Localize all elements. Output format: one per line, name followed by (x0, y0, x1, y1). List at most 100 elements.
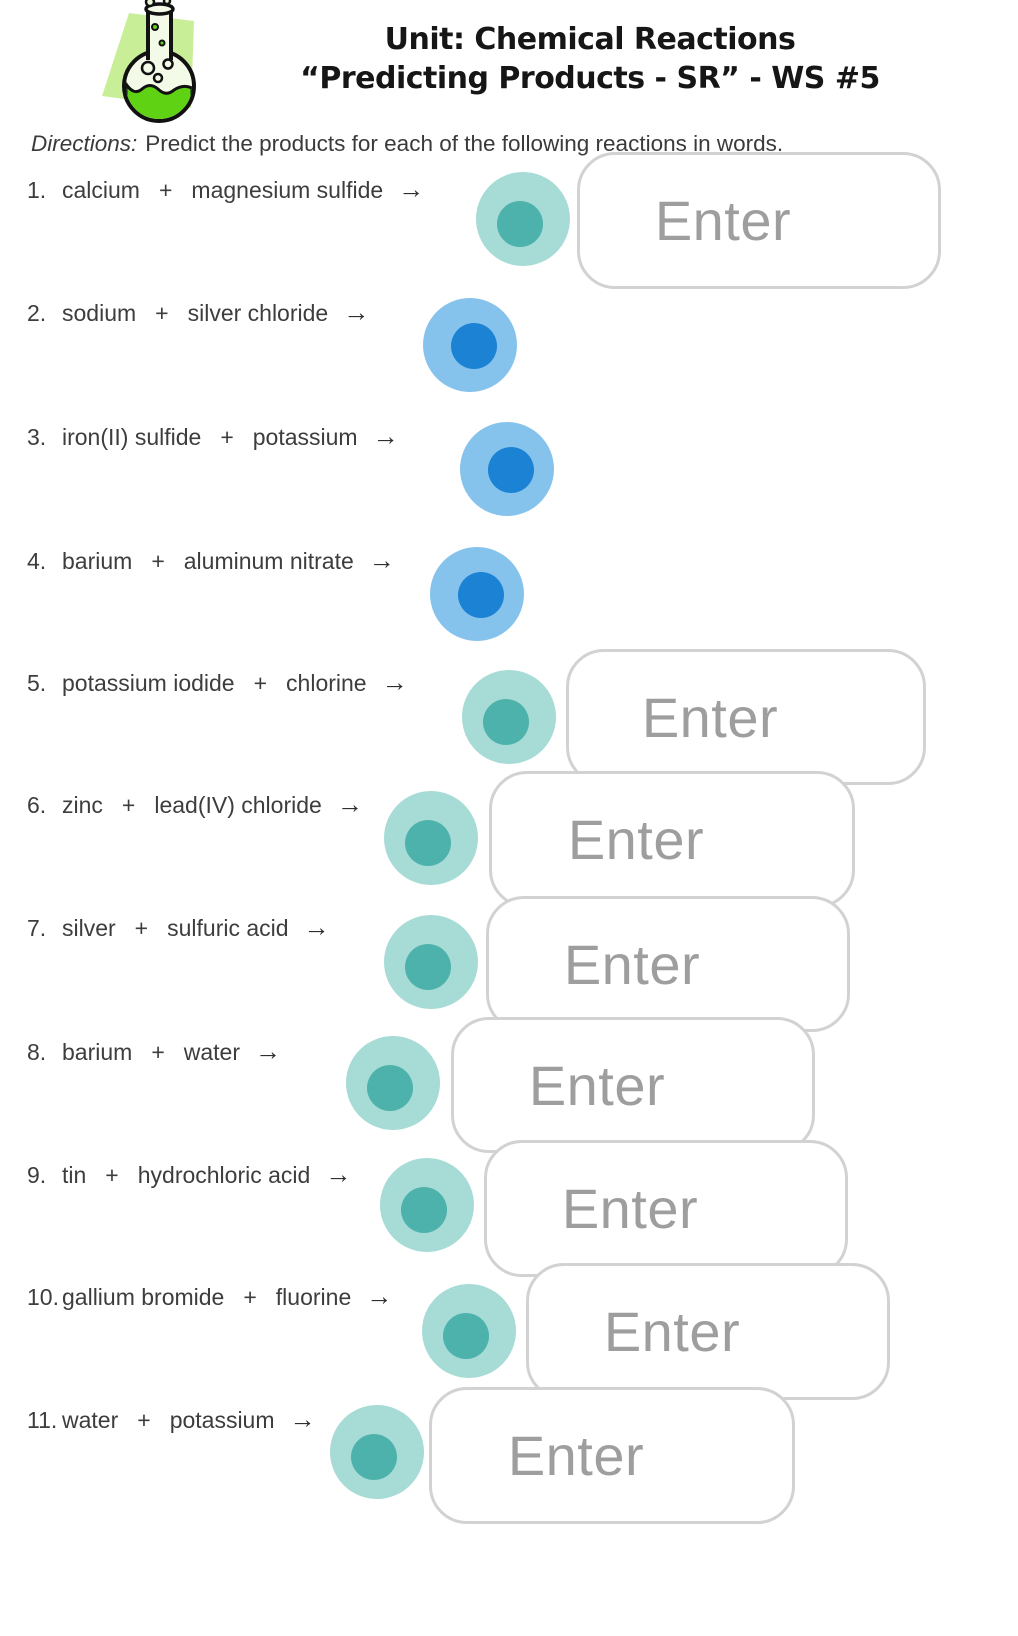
answer-box-7[interactable]: Enter (486, 896, 850, 1032)
arrow-icon: → (366, 1281, 393, 1311)
reactant-1: water (62, 1407, 119, 1433)
answer-marker-icon-9[interactable] (380, 1158, 474, 1252)
reactant-1: gallium bromide (62, 1284, 225, 1310)
reactant-2: potassium (252, 424, 358, 450)
question-number: 10. (27, 1284, 59, 1310)
reactant-2: lead(IV) chloride (154, 792, 322, 818)
marker-dot (483, 699, 529, 745)
question-row-9: 9. tin + hydrochloric acid → (27, 1159, 351, 1190)
answer-placeholder: Enter (528, 1053, 666, 1117)
arrow-icon: → (336, 789, 363, 819)
reactant-2: silver chloride (187, 300, 329, 326)
title-line-2: “Predicting Products - SR” - WS #5 (300, 61, 880, 96)
answer-box-10[interactable]: Enter (526, 1263, 890, 1400)
question-row-1: 1.calcium+magnesium sulfide→ (27, 174, 424, 205)
answer-placeholder: Enter (567, 808, 705, 871)
arrow-icon: → (398, 174, 425, 204)
reactant-2: chlorine (286, 670, 367, 696)
answer-placeholder: Enter (654, 189, 792, 252)
question-row-11: 11.water + potassium → (27, 1404, 316, 1435)
answer-marker-icon-8[interactable] (346, 1036, 440, 1130)
question-number: 6. (27, 792, 47, 818)
plus-sign: + (220, 424, 234, 450)
marker-dot (351, 1434, 397, 1480)
reactant-2: magnesium sulfide (191, 177, 384, 203)
reactant-1: calcium (62, 177, 140, 203)
reactant-1: iron(II) sulfide (62, 424, 202, 450)
plus-sign: + (253, 670, 268, 696)
reactant-2: hydrochloric acid (137, 1162, 311, 1188)
question-number: 11. (27, 1407, 58, 1433)
directions: Directions: Predict the products for each… (31, 131, 783, 157)
answer-placeholder: Enter (561, 1177, 699, 1240)
answer-marker-icon-1[interactable] (476, 172, 570, 266)
answer-box-9[interactable]: Enter (484, 1140, 848, 1277)
reactant-2: sulfuric acid (167, 915, 289, 941)
arrow-icon: → (381, 667, 408, 697)
question-number: 5. (27, 670, 47, 696)
arrow-icon: → (368, 545, 395, 575)
title-line-1: Unit: Chemical Reactions (384, 22, 796, 57)
question-number: 7. (27, 915, 47, 941)
answer-marker-icon-4[interactable] (430, 547, 524, 641)
answer-marker-icon-6[interactable] (384, 791, 478, 885)
reactant-1: sodium (62, 300, 137, 326)
flask-icon (88, 0, 220, 129)
arrow-icon: → (325, 1159, 352, 1189)
answer-box-8[interactable]: Enter (451, 1017, 815, 1153)
reactant-1: potassium iodide (62, 670, 235, 696)
reactant-2: potassium (169, 1407, 275, 1433)
question-row-2: 2.sodium+silver chloride→ (27, 297, 369, 328)
arrow-icon: → (303, 912, 330, 942)
plus-sign: + (158, 177, 173, 203)
answer-box-5[interactable]: Enter (566, 649, 926, 785)
directions-text: Predict the products for each of the fol… (145, 131, 784, 156)
plus-sign: + (134, 915, 149, 941)
question-row-5: 5. potassium iodide + chlorine → (27, 667, 408, 698)
question-number: 8. (27, 1039, 47, 1065)
marker-dot (488, 447, 534, 493)
marker-dot (451, 323, 497, 369)
question-row-7: 7. silver + sulfuric acid → (27, 912, 330, 943)
question-row-6: 6.zinc+lead(IV) chloride→ (27, 789, 363, 820)
marker-dot (401, 1187, 447, 1233)
reactant-1: barium (62, 548, 133, 574)
reactant-2: aluminum nitrate (183, 548, 354, 574)
answer-box-11[interactable]: Enter (429, 1387, 795, 1524)
plus-sign: + (151, 1039, 165, 1065)
plus-sign: + (105, 1162, 119, 1188)
arrow-icon: → (289, 1404, 316, 1434)
plus-sign: + (121, 792, 136, 818)
question-row-8: 8.barium+water→ (27, 1036, 281, 1067)
answer-marker-icon-5[interactable] (462, 670, 556, 764)
question-row-4: 4.barium+aluminum nitrate→ (27, 545, 395, 576)
plus-sign: + (155, 300, 169, 326)
answer-marker-icon-10[interactable] (422, 1284, 516, 1378)
marker-dot (458, 572, 504, 618)
plus-sign: + (151, 548, 165, 574)
marker-dot (405, 944, 451, 990)
answer-placeholder: Enter (641, 685, 779, 749)
reactant-2: fluorine (275, 1284, 352, 1310)
question-number: 9. (27, 1162, 47, 1188)
marker-dot (405, 820, 451, 866)
answer-marker-icon-2[interactable] (423, 298, 517, 392)
marker-dot (497, 201, 543, 247)
question-row-10: 10.gallium bromide+fluorine→ (27, 1281, 392, 1312)
worksheet-title: Unit: Chemical Reactions “Predicting Pro… (210, 20, 970, 98)
reactant-1: silver (62, 915, 116, 941)
answer-marker-icon-3[interactable] (460, 422, 554, 516)
answer-box-1[interactable]: Enter (577, 152, 941, 289)
question-number: 3. (27, 424, 47, 450)
answer-box-6[interactable]: Enter (489, 771, 855, 908)
reactant-1: barium (62, 1039, 133, 1065)
marker-dot (443, 1313, 489, 1359)
directions-label: Directions: (31, 131, 138, 156)
answer-marker-icon-11[interactable] (330, 1405, 424, 1499)
answer-marker-icon-7[interactable] (384, 915, 478, 1009)
answer-placeholder: Enter (603, 1300, 741, 1363)
answer-placeholder: Enter (563, 932, 701, 996)
plus-sign: + (137, 1407, 151, 1433)
reactant-1: tin (62, 1162, 87, 1188)
